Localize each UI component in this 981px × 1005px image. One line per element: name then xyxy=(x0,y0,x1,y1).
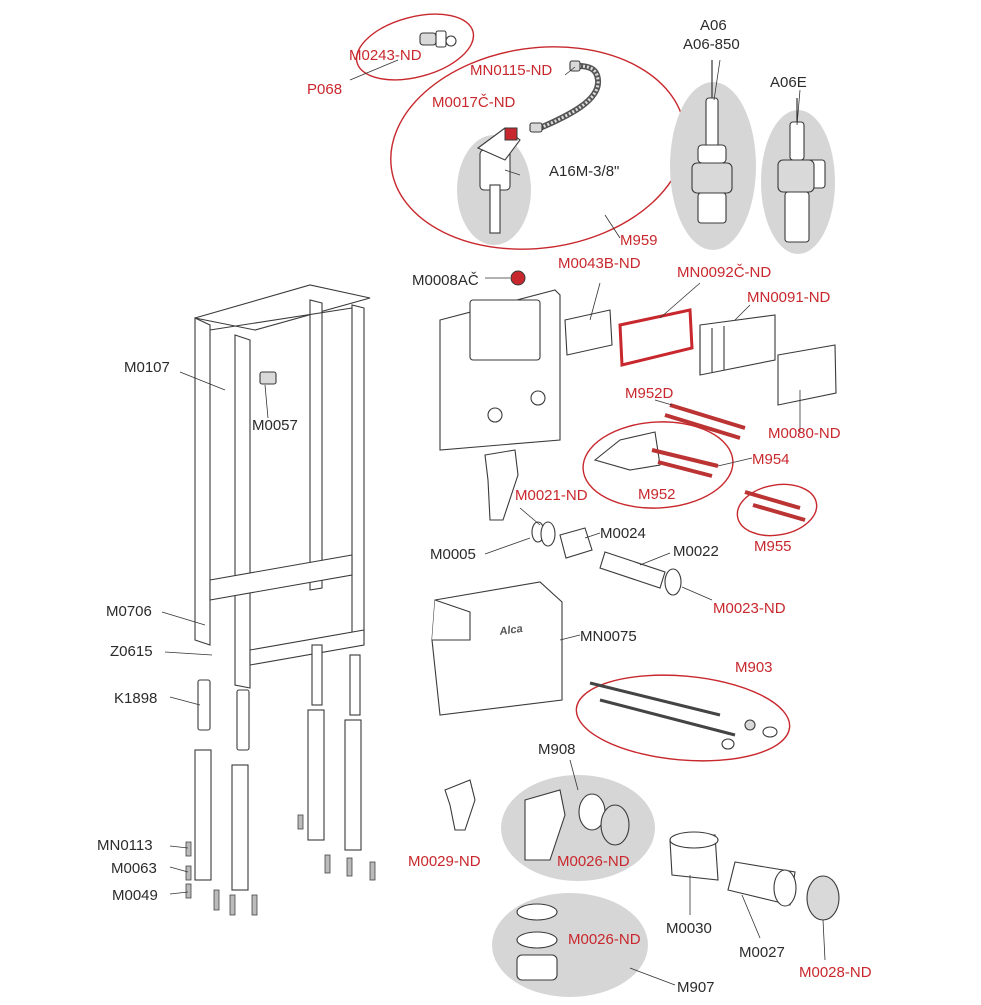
label-m0057: M0057 xyxy=(252,417,298,434)
label-mn0115-nd: MN0115-ND xyxy=(470,62,552,79)
label-mn0091-nd: MN0091-ND xyxy=(747,289,831,306)
label-m952: M952 xyxy=(638,486,676,503)
frame-m0107-part xyxy=(194,284,371,689)
m903-bolts-part xyxy=(589,681,778,750)
group-ellipse-m0243 xyxy=(355,13,475,81)
a06-flush-valve-part xyxy=(691,60,733,224)
label-m0008ac: M0008AČ xyxy=(412,272,479,289)
label-m955: M955 xyxy=(754,538,792,555)
label-m0030: M0030 xyxy=(666,920,712,937)
frame-legs-part xyxy=(185,644,376,916)
m907-seals-part xyxy=(516,903,558,981)
label-m0243-nd: M0243-ND xyxy=(349,47,422,64)
label-a06e: A06E xyxy=(770,74,807,91)
label-m0005: M0005 xyxy=(430,546,476,563)
a16m-fill-valve-part xyxy=(476,127,521,234)
label-m0043b-nd: M0043B-ND xyxy=(558,255,641,272)
label-m0029-nd: M0029-ND xyxy=(408,853,481,870)
label-mn0075: MN0075 xyxy=(580,628,637,645)
cistern-part xyxy=(439,270,561,521)
label-m0027: M0027 xyxy=(739,944,785,961)
label-m0021-nd: M0021-ND xyxy=(515,487,588,504)
pipes-part xyxy=(531,521,682,596)
label-m0026-nd-b: M0026-ND xyxy=(568,931,641,948)
label-m0028-nd: M0028-ND xyxy=(799,964,872,981)
label-m0063: M0063 xyxy=(111,860,157,877)
outlet-pipes-part xyxy=(669,831,840,921)
label-m0080-nd: M0080-ND xyxy=(768,425,841,442)
brand-logo-text: Alca xyxy=(498,623,524,638)
label-m0706: M0706 xyxy=(106,603,152,620)
leader-lines xyxy=(161,59,826,986)
label-m0022: M0022 xyxy=(673,543,719,560)
group-ellipse-m955 xyxy=(736,483,818,537)
label-z0615: Z0615 xyxy=(110,643,153,660)
m0057-bracket-part xyxy=(259,371,277,385)
label-m954: M954 xyxy=(752,451,790,468)
plates-part xyxy=(564,308,837,406)
label-m0026-nd-a: M0026-ND xyxy=(557,853,630,870)
label-m0023-nd: M0023-ND xyxy=(713,600,786,617)
m0029-bracket-part xyxy=(444,779,476,831)
label-m0024: M0024 xyxy=(600,525,646,542)
label-m952d: M952D xyxy=(625,385,674,402)
label-p068: P068 xyxy=(307,81,342,98)
label-m0017c-nd: M0017Č-ND xyxy=(432,94,516,111)
label-m908: M908 xyxy=(538,741,576,758)
label-m0049: M0049 xyxy=(112,887,158,904)
m908-elbow-part xyxy=(524,789,630,861)
label-a06-850: A06-850 xyxy=(683,36,740,53)
part-labels: M0243-ND P068 MN0115-ND M0017Č-ND A16M-3… xyxy=(97,17,872,996)
m0243-connector-part xyxy=(419,30,457,48)
label-m903: M903 xyxy=(735,659,773,676)
mn0115-hose-part xyxy=(529,60,602,133)
label-m959: M959 xyxy=(620,232,658,249)
label-a16m: A16M-3/8" xyxy=(549,163,619,180)
group-ellipse-m954 xyxy=(582,421,734,509)
label-mn0092c-nd: MN0092Č-ND xyxy=(677,264,771,281)
label-mn0113: MN0113 xyxy=(97,837,153,854)
label-m0107: M0107 xyxy=(124,359,170,376)
label-m907: M907 xyxy=(677,979,715,996)
a06e-flush-valve-part xyxy=(777,98,826,243)
rods-part xyxy=(593,403,806,522)
group-ellipse-m903 xyxy=(575,674,791,762)
label-k1898: K1898 xyxy=(114,690,157,707)
mn0075-box-part xyxy=(431,581,563,716)
label-a06: A06 xyxy=(700,17,727,34)
